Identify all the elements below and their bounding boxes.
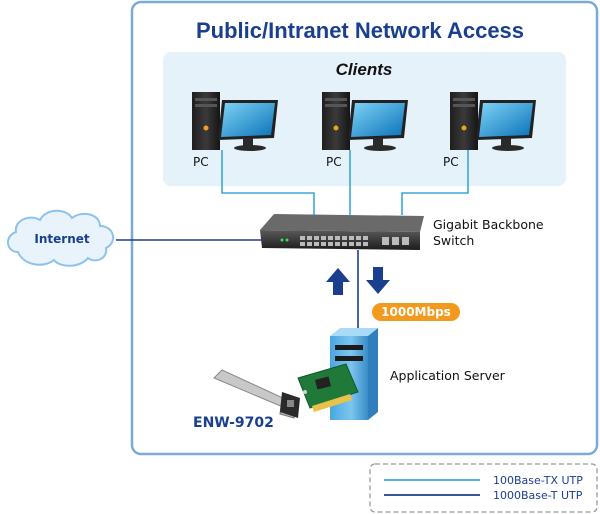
gigabit-switch-icon [260,214,424,250]
upload-arrow-icon [326,268,350,295]
clients-label: Clients [336,60,393,79]
internet-label: Internet [34,232,89,246]
speed-badge [372,303,460,321]
legend-label-1000base-t: 1000Base-T UTP [493,489,583,502]
pc-label-3: PC [443,155,459,169]
legend-label-100base-tx: 100Base-TX UTP [493,474,583,487]
internet-cloud-icon [7,209,115,267]
pc-computer-1 [192,92,278,151]
pc-label-2: PC [326,155,342,169]
speed-badge-label: 1000Mbps [381,305,451,319]
pc-computer-3 [450,92,536,151]
download-arrow-icon [366,267,390,294]
network-card-icon [213,363,359,419]
pc-computer-2 [322,92,408,151]
legend-box [369,463,598,513]
pc-cables [221,150,469,215]
page-title: Public/Intranet Network Access [196,18,524,43]
pc-label-1: PC [193,155,209,169]
product-label: ENW-9702 [193,415,274,431]
switch-label-line1: Gigabit Backbone [433,217,544,232]
switch-label-line2: Switch [433,233,474,248]
server-label: Application Server [390,368,506,383]
